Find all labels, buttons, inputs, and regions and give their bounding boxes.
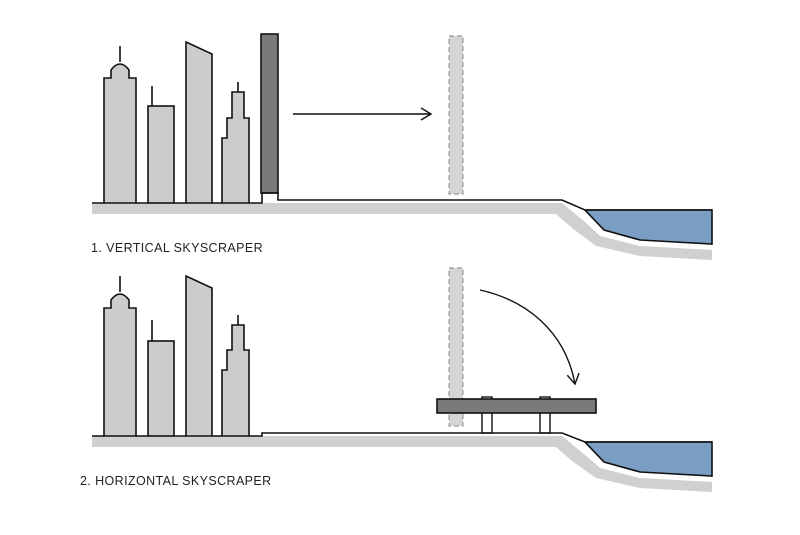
city-skyline xyxy=(103,274,250,437)
city-skyline xyxy=(103,40,250,204)
slanted-tower xyxy=(185,40,213,204)
stepped-tower xyxy=(221,324,250,437)
horizontal-skyscraper xyxy=(436,398,597,414)
slanted-tower xyxy=(185,274,213,437)
support-leg-right xyxy=(539,396,551,434)
original-skyscraper-ghost xyxy=(448,267,464,427)
ground-band xyxy=(92,436,712,492)
rotation-arrow xyxy=(479,289,580,386)
dome-tower xyxy=(103,63,137,204)
caption-vertical-skyscraper: 1. VERTICAL SKYSCRAPER xyxy=(91,241,264,255)
ground-band xyxy=(92,203,712,260)
vertical-skyscraper xyxy=(260,33,279,194)
caption-horizontal-skyscraper: 2. HORIZONTAL SKYSCRAPER xyxy=(80,474,272,488)
dome-tower xyxy=(103,293,137,437)
panel-vertical xyxy=(92,33,713,260)
support-legs xyxy=(481,396,551,434)
stepped-tower xyxy=(221,91,250,204)
relocated-skyscraper-ghost xyxy=(448,35,464,195)
support-leg-left xyxy=(481,396,493,434)
short-tower xyxy=(147,105,175,204)
ground-line xyxy=(92,192,712,211)
panel-horizontal xyxy=(92,267,713,492)
short-tower xyxy=(147,340,175,437)
ground-line xyxy=(92,432,712,443)
